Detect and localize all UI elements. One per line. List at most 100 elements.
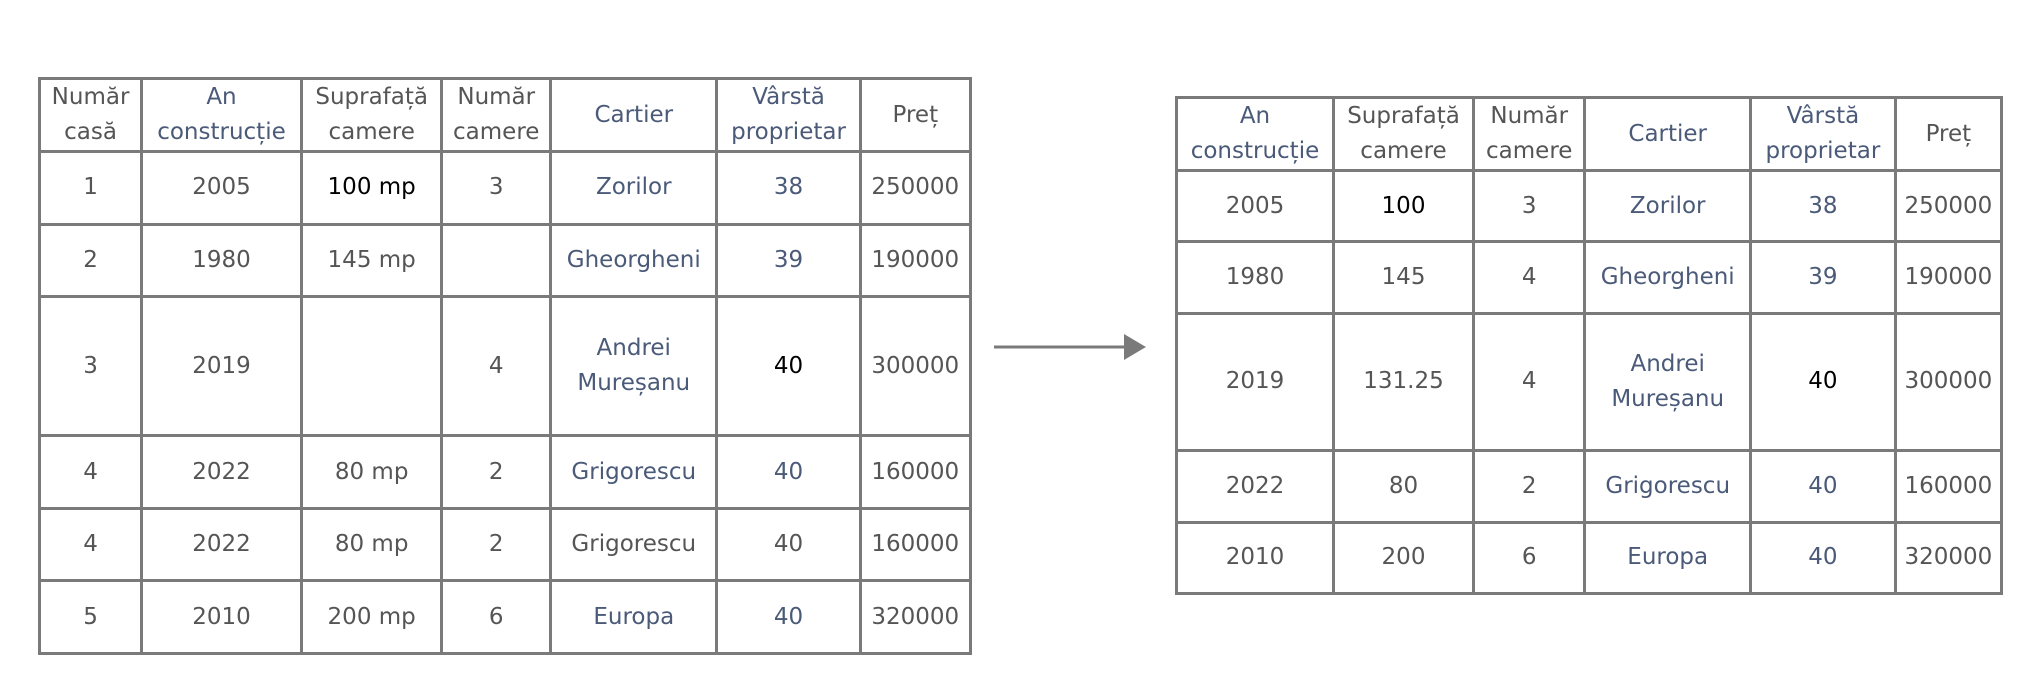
table-row: 1 2005 100 mp 3 Zorilor 38 250000 <box>37 150 973 226</box>
cell-owner-age: 38 <box>715 150 862 226</box>
cell-district: Grigorescu <box>549 434 719 510</box>
cell-room-area: 145 mp <box>299 222 444 299</box>
cell-build-year: 1980 <box>140 222 303 299</box>
col-header-district: Cartier <box>549 77 719 153</box>
cell-room-area: 100 mp <box>299 150 444 226</box>
cell-room-count: 6 <box>1472 520 1587 596</box>
cell-owner-age: 39 <box>1749 240 1897 315</box>
cell-build-year: 2005 <box>140 150 303 226</box>
cell-district: Zorilor <box>1583 168 1752 244</box>
cell-build-year: 2019 <box>1175 311 1335 453</box>
cell-district: Gheorgheni <box>549 222 719 299</box>
col-header-owner-age: Vârstă proprietar <box>1749 96 1897 172</box>
cell-room-area: 80 mp <box>299 434 444 510</box>
cell-room-count: 4 <box>1472 240 1587 315</box>
table-row: 5 2010 200 mp 6 Europa 40 320000 <box>37 579 973 655</box>
cell-room-area: 100 <box>1331 168 1476 244</box>
col-header-build-year: An construcție <box>140 77 303 153</box>
cell-room-area: 80 mp <box>299 506 444 583</box>
cell-room-area-empty <box>299 295 444 438</box>
table-row: 2019 131.25 4 Andrei Mureșanu 40 300000 <box>1175 311 2004 453</box>
cell-district: Gheorgheni <box>1583 240 1752 315</box>
cell-price: 190000 <box>1893 240 2004 315</box>
cell-price: 160000 <box>858 506 973 583</box>
cell-build-year: 1980 <box>1175 240 1335 315</box>
cell-owner-age: 39 <box>715 222 862 299</box>
cell-room-count: 6 <box>440 579 553 655</box>
cell-owner-age: 40 <box>715 506 862 583</box>
cell-build-year: 2022 <box>1175 449 1335 524</box>
cell-build-year: 2022 <box>140 434 303 510</box>
cell-price: 300000 <box>1893 311 2004 453</box>
table-row: 2 1980 145 mp Gheorgheni 39 190000 <box>37 222 973 299</box>
cell-owner-age: 40 <box>715 434 862 510</box>
cell-build-year: 2019 <box>140 295 303 438</box>
cell-price: 160000 <box>1893 449 2004 524</box>
cell-district: Andrei Mureșanu <box>1583 311 1752 453</box>
col-header-district: Cartier <box>1583 96 1752 172</box>
cell-price: 190000 <box>858 222 973 299</box>
cell-room-count: 4 <box>440 295 553 438</box>
cell-district: Europa <box>549 579 719 655</box>
col-header-room-area: Suprafață camere <box>299 77 444 153</box>
cell-house-number: 3 <box>37 295 144 438</box>
table-row: 1980 145 4 Gheorgheni 39 190000 <box>1175 240 2004 315</box>
col-header-room-count: Număr camere <box>440 77 553 153</box>
col-header-price: Preț <box>858 77 973 153</box>
cell-price: 300000 <box>858 295 973 438</box>
col-header-price: Preț <box>1893 96 2004 172</box>
col-header-room-area: Suprafață camere <box>1331 96 1476 172</box>
transform-arrow-icon <box>994 334 1146 360</box>
cell-price: 160000 <box>858 434 973 510</box>
col-header-owner-age: Vârstă proprietar <box>715 77 862 153</box>
cell-room-area: 200 mp <box>299 579 444 655</box>
cell-district: Grigorescu <box>1583 449 1752 524</box>
cell-room-count: 2 <box>1472 449 1587 524</box>
col-header-build-year: An construcție <box>1175 96 1335 172</box>
cell-district: Grigorescu <box>549 506 719 583</box>
cell-build-year: 2005 <box>1175 168 1335 244</box>
cell-room-area: 131.25 <box>1331 311 1476 453</box>
table-row: 4 2022 80 mp 2 Grigorescu 40 160000 <box>37 434 973 510</box>
cell-district: Andrei Mureșanu <box>549 295 719 438</box>
table-row: 2005 100 3 Zorilor 38 250000 <box>1175 168 2004 244</box>
cell-room-count: 2 <box>440 434 553 510</box>
col-header-room-count: Număr camere <box>1472 96 1587 172</box>
table-row: 4 2022 80 mp 2 Grigorescu 40 160000 <box>37 506 973 583</box>
cell-owner-age: 40 <box>715 295 862 438</box>
cell-house-number: 1 <box>37 150 144 226</box>
col-header-house-number: Număr casă <box>37 77 144 153</box>
cell-district: Zorilor <box>549 150 719 226</box>
cell-build-year: 2010 <box>140 579 303 655</box>
cell-room-count: 3 <box>440 150 553 226</box>
cell-price: 320000 <box>1893 520 2004 596</box>
table-row: 2022 80 2 Grigorescu 40 160000 <box>1175 449 2004 524</box>
cell-owner-age: 40 <box>1749 449 1897 524</box>
cell-house-number: 4 <box>37 434 144 510</box>
cell-room-count: 2 <box>440 506 553 583</box>
cell-price: 250000 <box>858 150 973 226</box>
table-after-cleaning: An construcție Suprafață camere Număr ca… <box>1175 96 2004 596</box>
cell-price: 250000 <box>1893 168 2004 244</box>
cell-owner-age: 40 <box>1749 311 1897 453</box>
cell-build-year: 2022 <box>140 506 303 583</box>
cell-room-count-empty <box>440 222 553 299</box>
cell-room-area: 200 <box>1331 520 1476 596</box>
cell-owner-age: 40 <box>1749 520 1897 596</box>
cell-house-number: 2 <box>37 222 144 299</box>
cell-house-number: 4 <box>37 506 144 583</box>
cell-owner-age: 38 <box>1749 168 1897 244</box>
cell-house-number: 5 <box>37 579 144 655</box>
table-before-cleaning: Număr casă An construcție Suprafață came… <box>37 77 973 655</box>
header-row: Număr casă An construcție Suprafață came… <box>37 77 973 153</box>
cell-owner-age: 40 <box>715 579 862 655</box>
cell-build-year: 2010 <box>1175 520 1335 596</box>
table-row: 3 2019 4 Andrei Mureșanu 40 300000 <box>37 295 973 438</box>
cell-price: 320000 <box>858 579 973 655</box>
cell-room-count: 4 <box>1472 311 1587 453</box>
header-row: An construcție Suprafață camere Număr ca… <box>1175 96 2004 172</box>
cell-district: Europa <box>1583 520 1752 596</box>
cell-room-area: 80 <box>1331 449 1476 524</box>
table-row: 2010 200 6 Europa 40 320000 <box>1175 520 2004 596</box>
cell-room-area: 145 <box>1331 240 1476 315</box>
